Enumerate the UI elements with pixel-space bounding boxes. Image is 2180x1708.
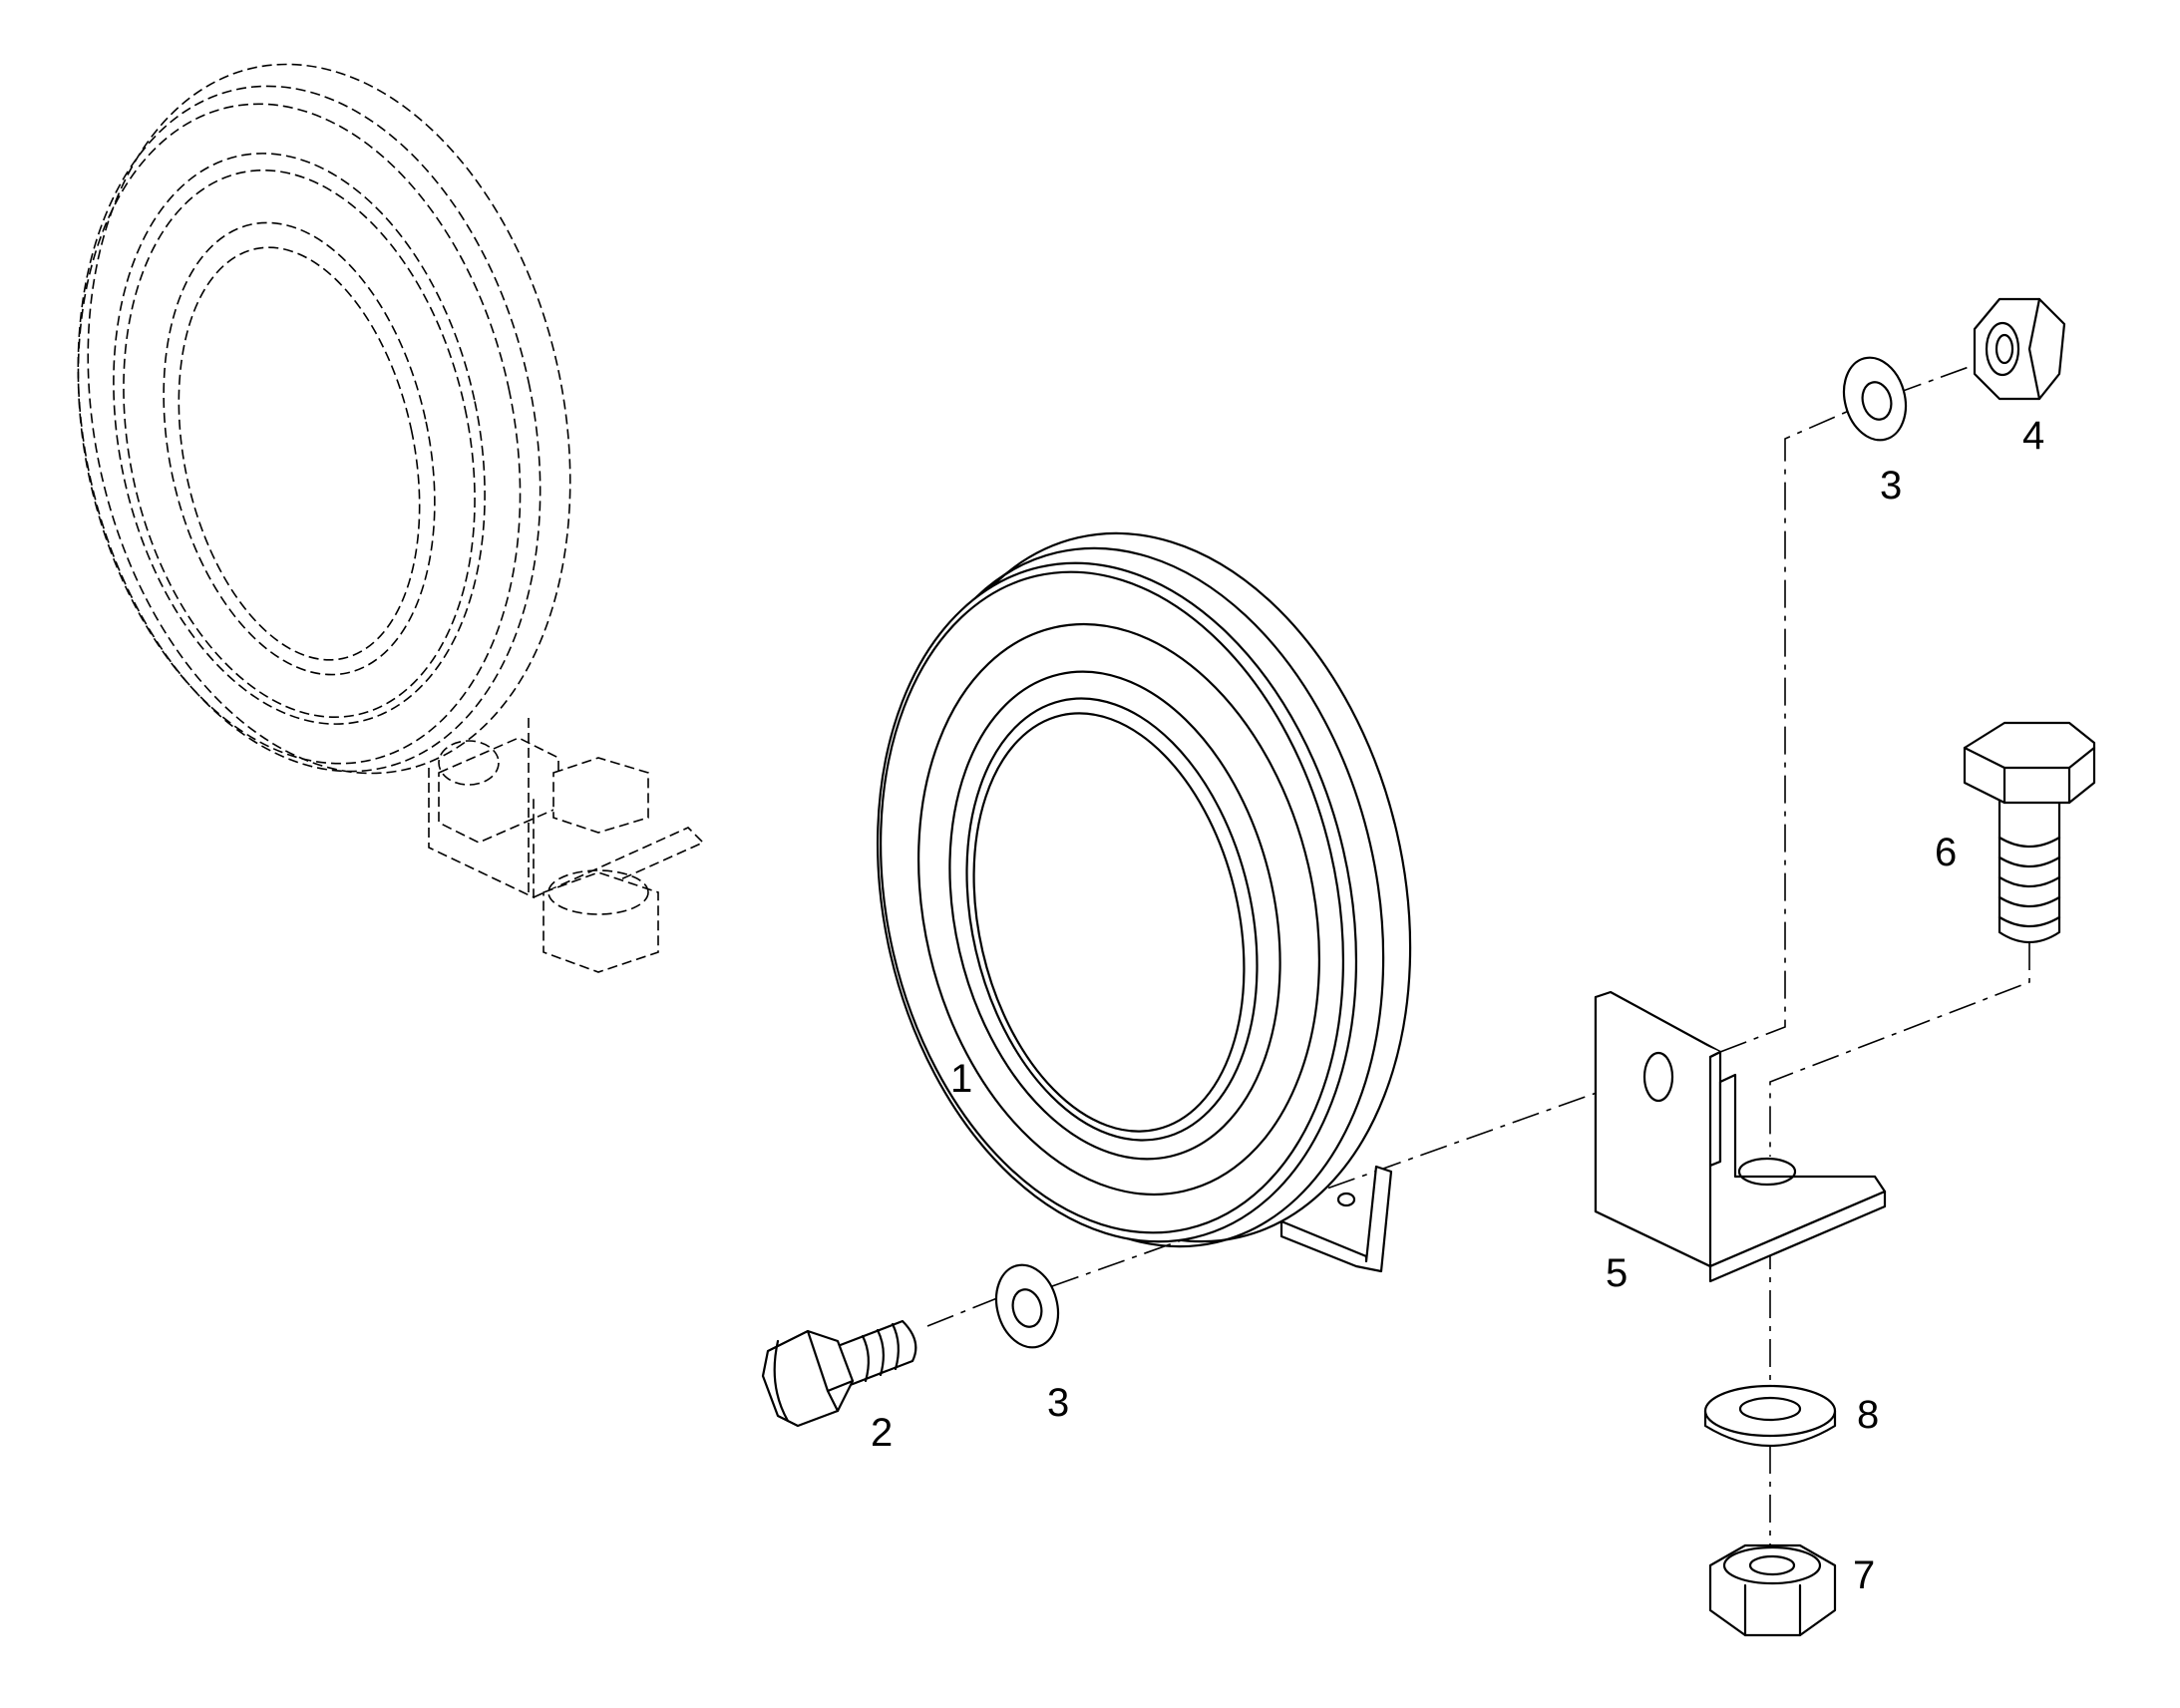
washer-bottom bbox=[1703, 1384, 1837, 1447]
callout-bracket: 5 bbox=[1606, 1251, 1628, 1295]
callout-horn: 1 bbox=[950, 1057, 972, 1101]
callout-washer-top: 3 bbox=[1880, 464, 1902, 508]
horn bbox=[876, 531, 1412, 1273]
mounting-bracket bbox=[1594, 990, 1887, 1283]
callout-washer-front: 3 bbox=[1047, 1381, 1069, 1425]
callout-nut-top: 4 bbox=[2022, 414, 2044, 458]
callout-nut-bottom: 7 bbox=[1853, 1553, 1875, 1597]
nut-bottom bbox=[1708, 1543, 1837, 1637]
callout-labels: 1 2 3 3 4 5 6 7 8 bbox=[871, 414, 2044, 1597]
callout-bolt-large: 6 bbox=[1935, 831, 1957, 874]
assembly-center-lines bbox=[926, 353, 2030, 1565]
callout-bolt-small: 2 bbox=[871, 1411, 893, 1455]
ghost-installed-horn-assembly bbox=[77, 63, 705, 973]
callout-washer-bottom: 8 bbox=[1857, 1393, 1879, 1437]
bolt-small bbox=[761, 1319, 917, 1428]
washer-front bbox=[994, 1263, 1060, 1349]
washer-top bbox=[1842, 356, 1908, 442]
bolt-large bbox=[1963, 721, 2096, 943]
nut-top bbox=[1973, 297, 2066, 401]
